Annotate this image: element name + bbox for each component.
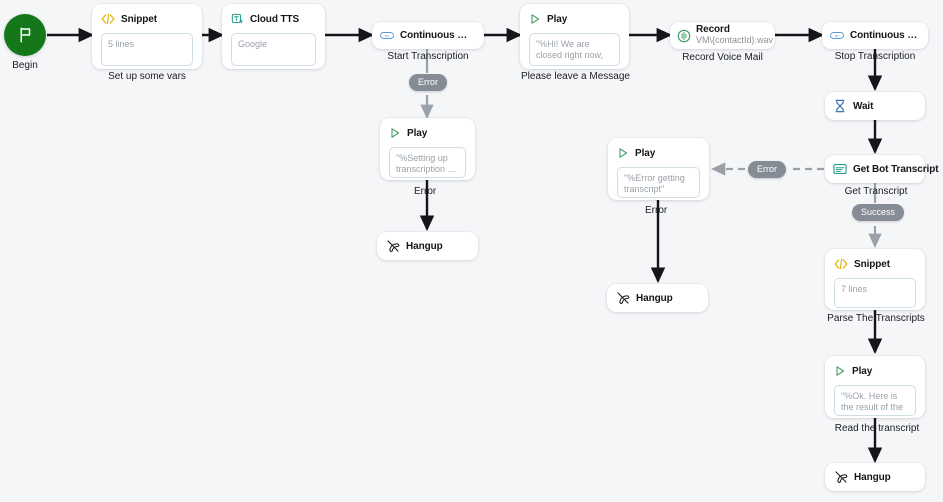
caption-get-transcript: Get Transcript xyxy=(844,186,908,197)
badge-error-get-transcript[interactable]: Error xyxy=(748,161,786,178)
play-prompt-field[interactable]: "%Error getting transcript" xyxy=(617,167,700,198)
node-header: Play xyxy=(529,11,620,27)
caption-parse-the-transcripts: Parse The Transcripts xyxy=(827,313,925,324)
node-title: Get Bot Transcript xyxy=(853,163,939,175)
edge-label-error-left: Error xyxy=(414,186,437,197)
node-title: Play xyxy=(407,127,428,139)
node-play-greeting[interactable]: Play "%Hi! We are closed right now, … xyxy=(520,4,629,69)
node-cloud-tts[interactable]: Cloud TTS Google xyxy=(222,4,325,69)
node-get-bot-transcript[interactable]: Get Bot Transcript xyxy=(825,155,939,183)
code-icon xyxy=(834,258,848,270)
node-snippet-vars[interactable]: Snippet 5 lines xyxy=(92,4,202,69)
node-title: Continuous … xyxy=(400,30,468,41)
snippet-lines-field[interactable]: 7 lines xyxy=(834,278,916,308)
node-title: Hangup xyxy=(854,471,891,483)
play-icon xyxy=(389,127,401,139)
text-to-speech-icon xyxy=(231,13,244,26)
caption-stop-transcription: Stop Transcription xyxy=(834,51,916,62)
node-begin[interactable] xyxy=(4,14,46,56)
node-title: Hangup xyxy=(406,240,443,252)
node-title: Wait xyxy=(853,100,874,112)
node-wait[interactable]: Wait xyxy=(825,92,925,120)
tts-voice-field[interactable]: Google xyxy=(231,33,316,66)
node-begin-label: Begin xyxy=(12,60,38,71)
hourglass-icon xyxy=(834,99,846,113)
continuous-icon: arc xyxy=(380,31,394,40)
node-start-transcription[interactable]: arc Continuous … xyxy=(372,22,484,49)
play-prompt-field[interactable]: "%Hi! We are closed right now, … xyxy=(529,33,620,66)
node-header: Snippet xyxy=(101,11,193,27)
hangup-icon xyxy=(616,291,630,305)
flag-icon xyxy=(16,26,34,44)
node-header: Snippet xyxy=(834,256,916,272)
node-snippet-parse[interactable]: Snippet 7 lines xyxy=(825,249,925,310)
node-play-transcript-error[interactable]: Play "%Error getting transcript" xyxy=(608,138,709,200)
node-title: Play xyxy=(547,13,568,25)
node-header: Cloud TTS xyxy=(231,11,316,27)
node-title: Play xyxy=(852,365,873,377)
node-stop-transcription[interactable]: arc Continuous … xyxy=(822,22,928,49)
caption-start-transcription: Start Transcription xyxy=(387,51,469,62)
hangup-icon xyxy=(386,239,400,253)
node-play-setup-error[interactable]: Play "%Setting up transcription … xyxy=(380,118,475,180)
svg-text:arc: arc xyxy=(385,34,390,38)
node-title: Record xyxy=(696,24,730,35)
node-header: Play xyxy=(834,363,916,379)
play-prompt-field[interactable]: "%Ok. Here is the result of the … xyxy=(834,385,916,416)
node-title: Snippet xyxy=(854,258,890,270)
node-hangup-right[interactable]: Hangup xyxy=(825,463,925,491)
play-prompt-field[interactable]: "%Setting up transcription … xyxy=(389,147,466,178)
record-filename: VM\{contactId}.wav xyxy=(696,35,774,45)
caption-read-the-transcript: Read the transcript xyxy=(834,423,920,434)
continuous-icon: arc xyxy=(830,31,844,40)
code-icon xyxy=(101,13,115,25)
node-title: Cloud TTS xyxy=(250,13,300,25)
node-hangup-left[interactable]: Hangup xyxy=(377,232,478,260)
node-record-voicemail[interactable]: Record VM\{contactId}.wav xyxy=(670,22,775,49)
play-icon xyxy=(834,365,846,377)
badge-success-get-transcript[interactable]: Success xyxy=(852,204,905,221)
node-hangup-center[interactable]: Hangup xyxy=(607,284,708,312)
caption-set-up-some-vars: Set up some vars xyxy=(108,71,186,82)
node-title: Snippet xyxy=(121,13,157,25)
svg-text:arc: arc xyxy=(835,34,840,38)
badge-error-start-transcription[interactable]: Error xyxy=(409,74,447,91)
edge-label-error-center: Error xyxy=(645,205,668,216)
play-icon xyxy=(529,13,541,25)
record-icon xyxy=(677,29,691,43)
play-icon xyxy=(617,147,629,159)
node-title: Play xyxy=(635,147,656,159)
node-header: Play xyxy=(617,145,700,161)
caption-please-leave-a-message: Please leave a Message xyxy=(521,71,630,82)
caption-record-voice-mail: Record Voice Mail xyxy=(682,52,763,63)
transcript-icon xyxy=(833,163,847,175)
hangup-icon xyxy=(834,470,848,484)
node-header: Play xyxy=(389,125,466,141)
snippet-lines-field[interactable]: 5 lines xyxy=(101,33,193,66)
node-title: Hangup xyxy=(636,292,673,304)
node-play-result[interactable]: Play "%Ok. Here is the result of the … xyxy=(825,356,925,418)
node-title: Continuous … xyxy=(850,30,918,41)
